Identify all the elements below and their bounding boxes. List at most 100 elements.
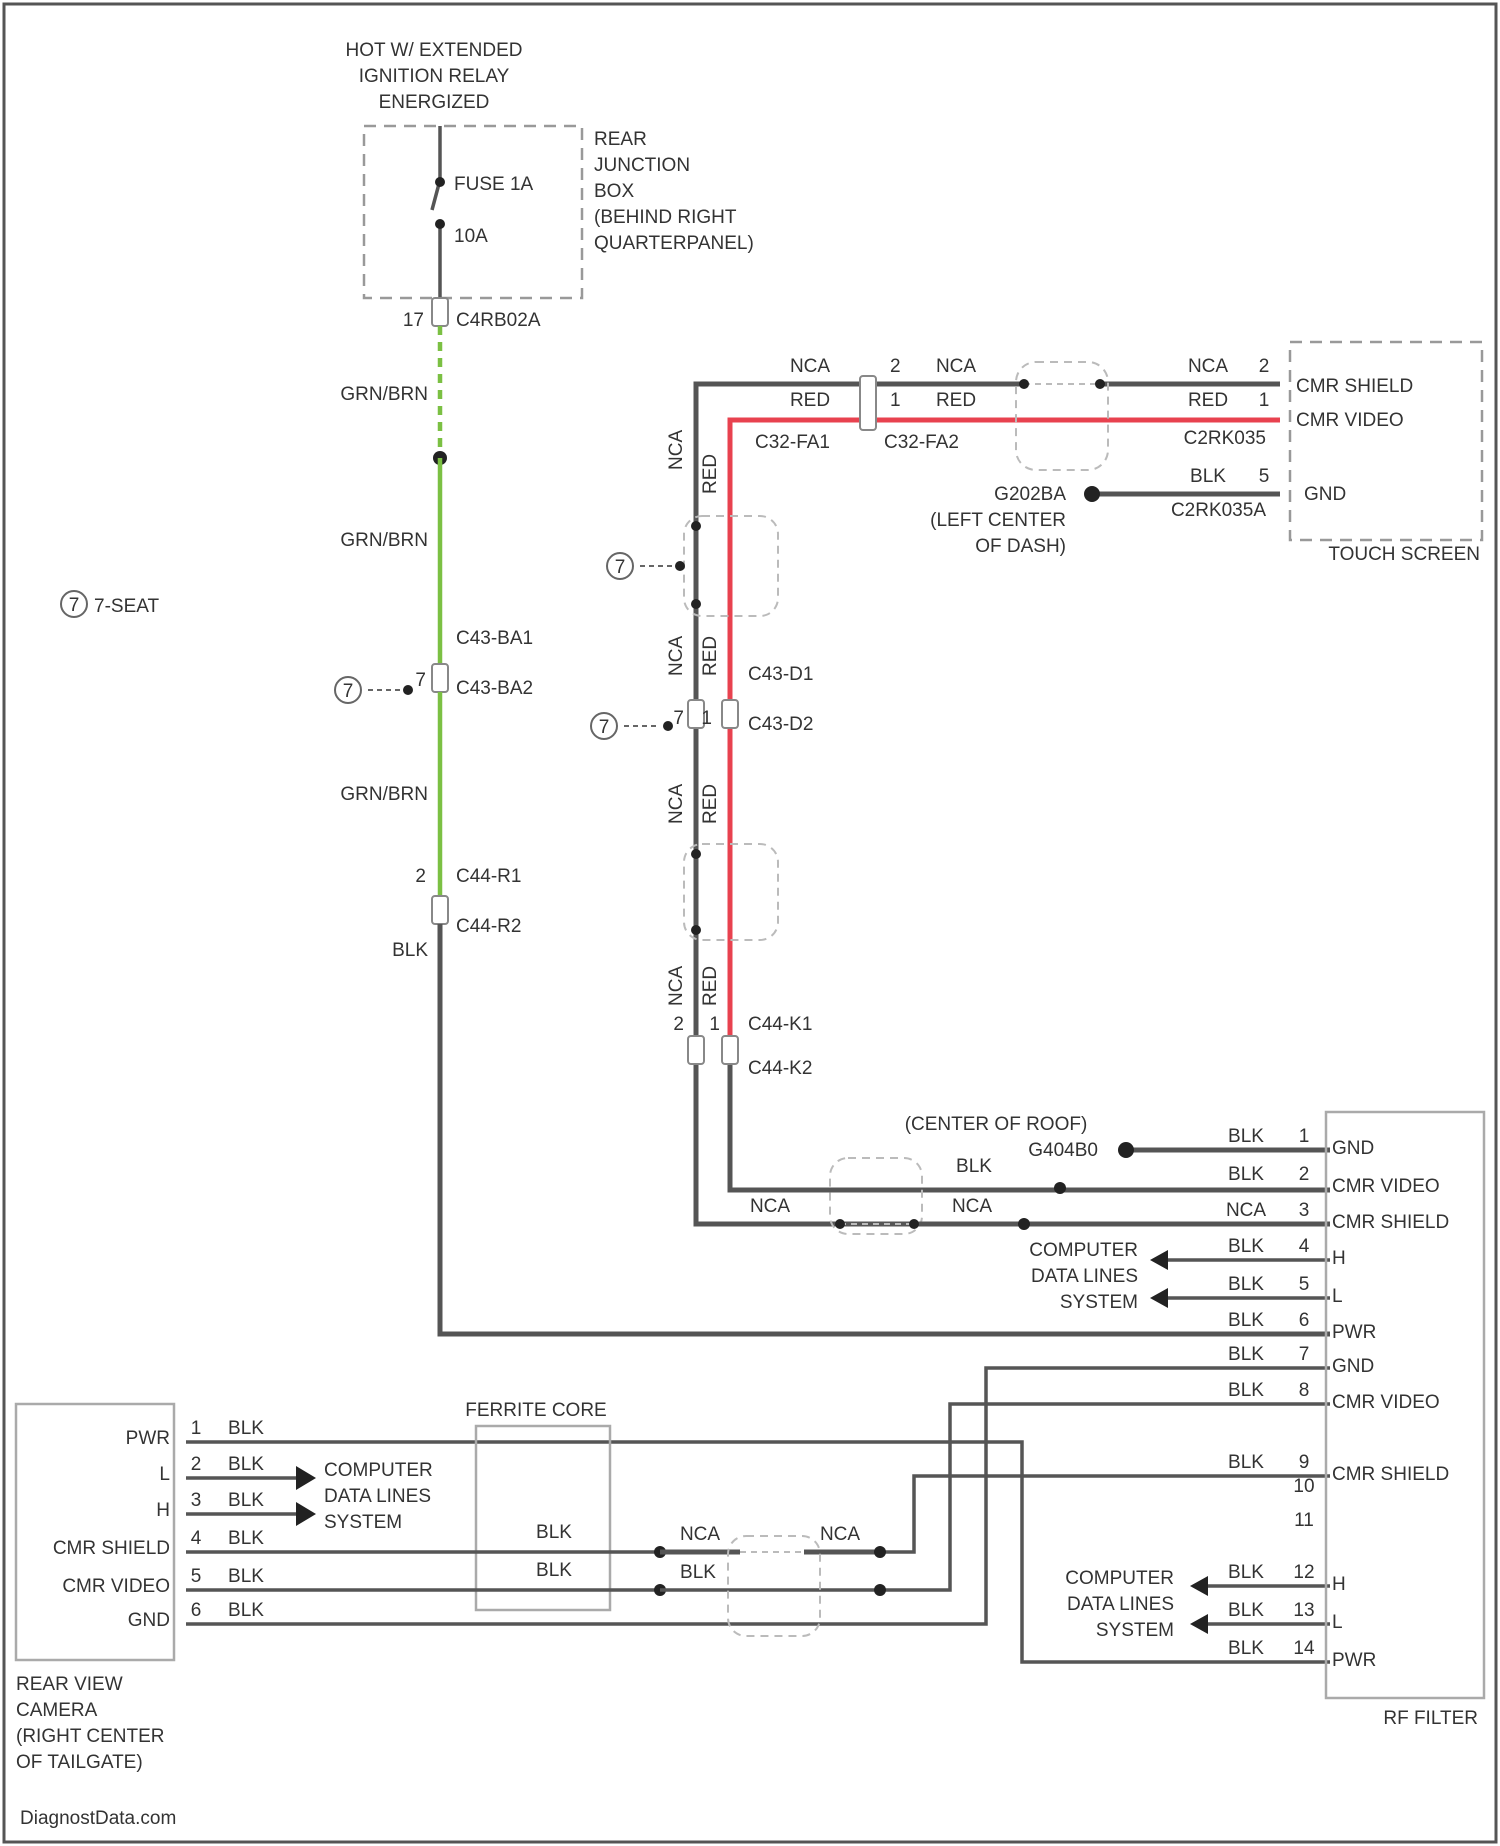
rf-pin-4: 4BLKH [1228,1236,1346,1269]
rf-pin-number: 6 [1299,1310,1310,1331]
rf-pin-wire-color: BLK [1228,1274,1264,1295]
rf-pin-label: PWR [1332,1322,1376,1343]
connector-c44-r2-label: C44-R2 [456,916,521,937]
video-color-a: RED [790,390,830,411]
camera-pin-label: CMR SHIELD [53,1538,170,1559]
cam-data-lines-label: COMPUTER DATA LINES SYSTEM [324,1460,433,1533]
shield-splice-left [1095,379,1105,389]
rf-pin-9: 9BLKCMR SHIELD [1228,1452,1449,1485]
rf-pin-wire-color: BLK [1228,1562,1264,1583]
rf-pin-number: 5 [1299,1274,1310,1295]
shield-vcolor-1: NCA [666,430,687,470]
rf-pin-label: GND [1332,1138,1374,1159]
rf-pin-8: 8BLKCMR VIDEO [1228,1380,1440,1413]
shield-v1-bottom [691,599,701,609]
cam-video-color-a: BLK [680,1562,716,1583]
connector-c44-k-video [722,1036,738,1064]
shield-color-b: NCA [936,356,976,377]
c32-video-pin: 1 [890,390,901,411]
camera-line1: REAR VIEW [16,1674,123,1695]
roof-location: (CENTER OF ROOF) [905,1114,1088,1135]
fuse-terminal-bottom [435,219,445,229]
rear-junction-box [364,126,582,298]
connector-c44-k-shield [688,1036,704,1064]
rf-pin-label: H [1332,1248,1346,1269]
ts-pin-video-label: CMR VIDEO [1296,410,1404,431]
rjb-line3: BOX [594,181,634,202]
rf-pin-1: 1BLKGND [1228,1126,1374,1159]
option-marker-video-1: 7 [607,553,685,579]
camera-pin-wire-color: BLK [228,1454,264,1475]
data-lines-upper-2: DATA LINES [1031,1266,1138,1287]
connector-c44-r-pin: 2 [415,866,426,887]
rjb-line5: QUARTERPANEL) [594,233,754,254]
camera-pin-number: 6 [191,1600,202,1621]
camera-pin-number: 2 [191,1454,202,1475]
rjb-line2: JUNCTION [594,155,690,176]
shield-v2-bottom [691,925,701,935]
video-color-b: RED [936,390,976,411]
rf-filter-pins: 1BLKGND2BLKCMR VIDEO3NCACMR SHIELD4BLKH5… [1226,1126,1449,1671]
camera-pin-4: CMR SHIELD4BLK [53,1528,264,1559]
video-vcolor-3: RED [700,784,721,824]
ts-pin-shield-num: 2 [1259,356,1270,377]
video-vcolor-2: RED [700,636,721,676]
rf-pin-number: 2 [1299,1164,1310,1185]
data-lines-upper-label: COMPUTER DATA LINES SYSTEM [1029,1240,1138,1313]
data-lines-lower-2: DATA LINES [1067,1594,1174,1615]
shield-oval-top [1016,362,1108,470]
connector-c43-ba2-label: C43-BA2 [456,678,533,699]
camera-pin-wire-color: BLK [228,1418,264,1439]
rf-pin-wire-color: BLK [1228,1452,1264,1473]
rf-pin-wire-color: BLK [1228,1164,1264,1185]
fuse-label: FUSE 1A [454,174,534,195]
option-marker-video-1-symbol: 7 [615,557,626,578]
rf-pin-label: CMR VIDEO [1332,1176,1440,1197]
camera-line2: CAMERA [16,1700,98,1721]
rear-junction-box-label: REAR JUNCTION BOX (BEHIND RIGHT QUARTERP… [594,129,754,254]
connector-c43-d2-label: C43-D2 [748,714,813,735]
camera-pin-3: H3BLK [156,1490,264,1521]
rf-pin-12: 12BLKH [1228,1562,1346,1595]
shield-splice-right [1019,379,1029,389]
ts-pin-video-num: 1 [1259,390,1270,411]
roof-shield-end-left [835,1219,845,1229]
data-arrow-lower-l [1190,1614,1208,1634]
rf-pin-label: L [1332,1612,1343,1633]
option-marker-power: 7 [335,677,413,703]
rf-pin-number: 8 [1299,1380,1310,1401]
connector-c44-k-pin-right: 1 [709,1014,720,1035]
rjb-line4: (BEHIND RIGHT [594,207,737,228]
data-lines-lower-label: COMPUTER DATA LINES SYSTEM [1065,1568,1174,1641]
ts-ground-point [1084,486,1100,502]
camera-line4: OF TAILGATE) [16,1752,143,1773]
rf-pin-11: 11 [1294,1510,1314,1531]
ferrite-video-color: BLK [536,1560,572,1581]
rf-pin-wire-color: NCA [1226,1200,1266,1221]
connector-c44-k-pin-left: 2 [673,1014,684,1035]
rf-pin-label: CMR SHIELD [1332,1464,1449,1485]
rf-filter-name: RF FILTER [1383,1708,1478,1729]
rf-pin-number: 11 [1294,1510,1314,1531]
ts-ground-id: G202BA [994,484,1066,505]
rf-pin-number: 10 [1293,1476,1314,1497]
ferrite-core [476,1426,610,1610]
cam-data-lines-1: COMPUTER [324,1460,433,1481]
connector-c44-k2-label: C44-K2 [748,1058,812,1079]
option-marker-video-2: 7 [591,713,673,739]
connector-c43-d1-label: C43-D1 [748,664,813,685]
camera-pin-wire-color: BLK [228,1566,264,1587]
connector-c4rb02a [432,298,448,326]
rf-pin-number: 12 [1293,1562,1314,1583]
video-vcolor-1: RED [700,454,721,494]
option-marker-power-symbol: 7 [343,681,354,702]
connector-c32-fa [860,376,876,430]
connector-c43-ba1-label: C43-BA1 [456,628,533,649]
watermark: DiagnostData.com [20,1808,176,1829]
rf-pin-6: 6BLKPWR [1228,1310,1376,1343]
connector-c32-fa2-label: C32-FA2 [884,432,959,453]
rf-pin-wire-color: BLK [1228,1126,1264,1147]
c32-shield-pin: 2 [890,356,901,377]
